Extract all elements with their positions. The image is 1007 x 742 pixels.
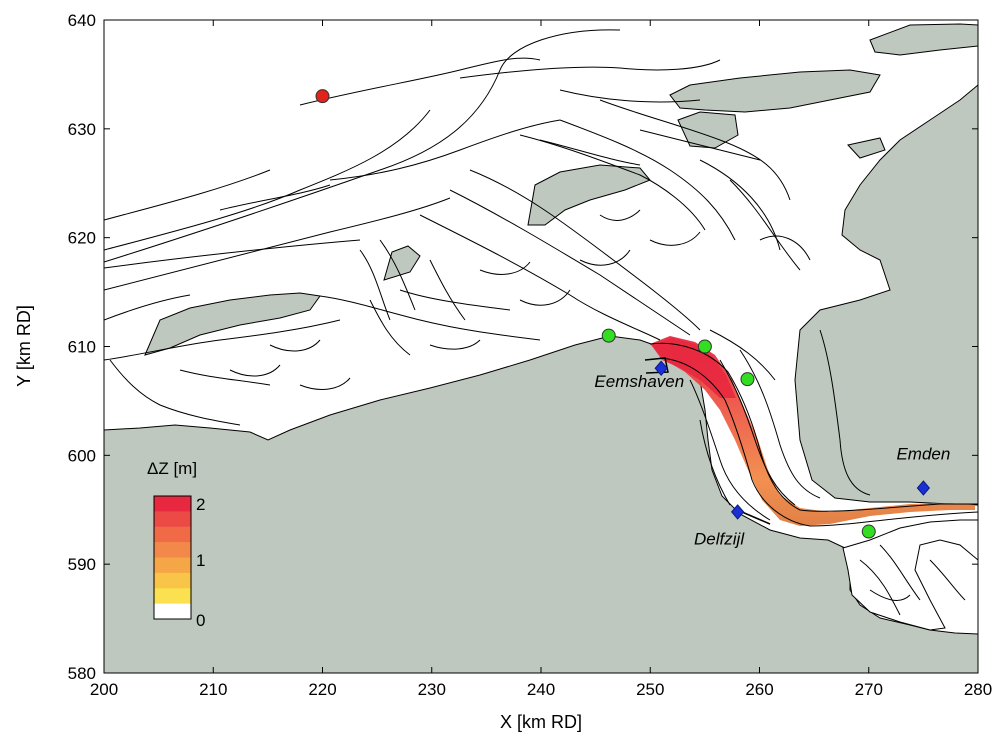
legend-title: ΔZ [m] bbox=[147, 459, 197, 478]
legend-swatch bbox=[154, 542, 191, 558]
legend-swatch bbox=[154, 603, 191, 620]
x-tick-label: 270 bbox=[855, 680, 883, 699]
y-tick-label: 640 bbox=[68, 11, 96, 30]
green-circle-marker bbox=[601, 328, 616, 343]
map-area bbox=[104, 20, 978, 673]
legend-swatch bbox=[154, 511, 191, 528]
island-7 bbox=[847, 137, 886, 159]
x-tick-label: 240 bbox=[527, 680, 555, 699]
y-tick-label: 580 bbox=[68, 664, 96, 683]
y-tick-label: 630 bbox=[68, 120, 96, 139]
x-axis-title: X [km RD] bbox=[500, 712, 582, 732]
legend-label-mid: 1 bbox=[196, 551, 205, 570]
x-tick-labels: 200 210 220 230 240 250 260 270 280 bbox=[90, 680, 992, 699]
green-circle-marker bbox=[861, 524, 876, 539]
y-tick-labels: 580 590 600 610 620 630 640 bbox=[68, 11, 96, 683]
x-tick-label: 280 bbox=[964, 680, 992, 699]
axis-ticks bbox=[103, 19, 979, 674]
depth-contours bbox=[104, 29, 978, 616]
dz-legend: ΔZ [m] 2 1 0 bbox=[147, 459, 205, 630]
y-tick-label: 590 bbox=[68, 555, 96, 574]
legend-label-max: 2 bbox=[196, 495, 205, 514]
place-label-eemshaven: Eemshaven bbox=[594, 372, 684, 391]
blue-diamond-marker bbox=[654, 360, 668, 377]
legend-colorbar bbox=[154, 496, 191, 620]
island-4 bbox=[669, 69, 881, 113]
legend-swatch bbox=[154, 588, 191, 605]
island-6 bbox=[869, 23, 978, 56]
x-tick-label: 200 bbox=[90, 680, 118, 699]
legend-label-min: 0 bbox=[196, 611, 205, 630]
legend-swatch bbox=[154, 572, 191, 589]
place-label-emden: Emden bbox=[896, 445, 950, 464]
x-tick-label: 260 bbox=[745, 680, 773, 699]
y-tick-label: 620 bbox=[68, 229, 96, 248]
x-tick-label: 230 bbox=[418, 680, 446, 699]
y-tick-label: 610 bbox=[68, 338, 96, 357]
blue-diamond-marker bbox=[916, 480, 931, 496]
place-label-delfzijl: Delfzijl bbox=[694, 530, 745, 549]
dollard-basin bbox=[842, 519, 978, 631]
y-axis-title: Y [km RD] bbox=[14, 305, 34, 387]
legend-swatch bbox=[154, 496, 191, 512]
green-circle-marker bbox=[740, 372, 755, 387]
x-tick-label: 220 bbox=[308, 680, 336, 699]
channel-dz-core bbox=[652, 338, 736, 398]
legend-frame bbox=[153, 495, 192, 620]
station-markers bbox=[315, 89, 931, 539]
blue-diamond-marker bbox=[730, 504, 745, 520]
x-tick-label: 250 bbox=[636, 680, 664, 699]
legend-swatch bbox=[154, 557, 191, 574]
channel-dz-band bbox=[650, 336, 975, 526]
y-tick-label: 600 bbox=[68, 446, 96, 465]
x-tick-label: 210 bbox=[199, 680, 227, 699]
german-mainland-land bbox=[794, 84, 978, 506]
island-5 bbox=[677, 111, 739, 149]
green-circle-marker bbox=[697, 339, 712, 354]
legend-swatch bbox=[154, 526, 191, 543]
red-circle-marker bbox=[315, 89, 330, 104]
harbour-structures bbox=[644, 357, 771, 525]
